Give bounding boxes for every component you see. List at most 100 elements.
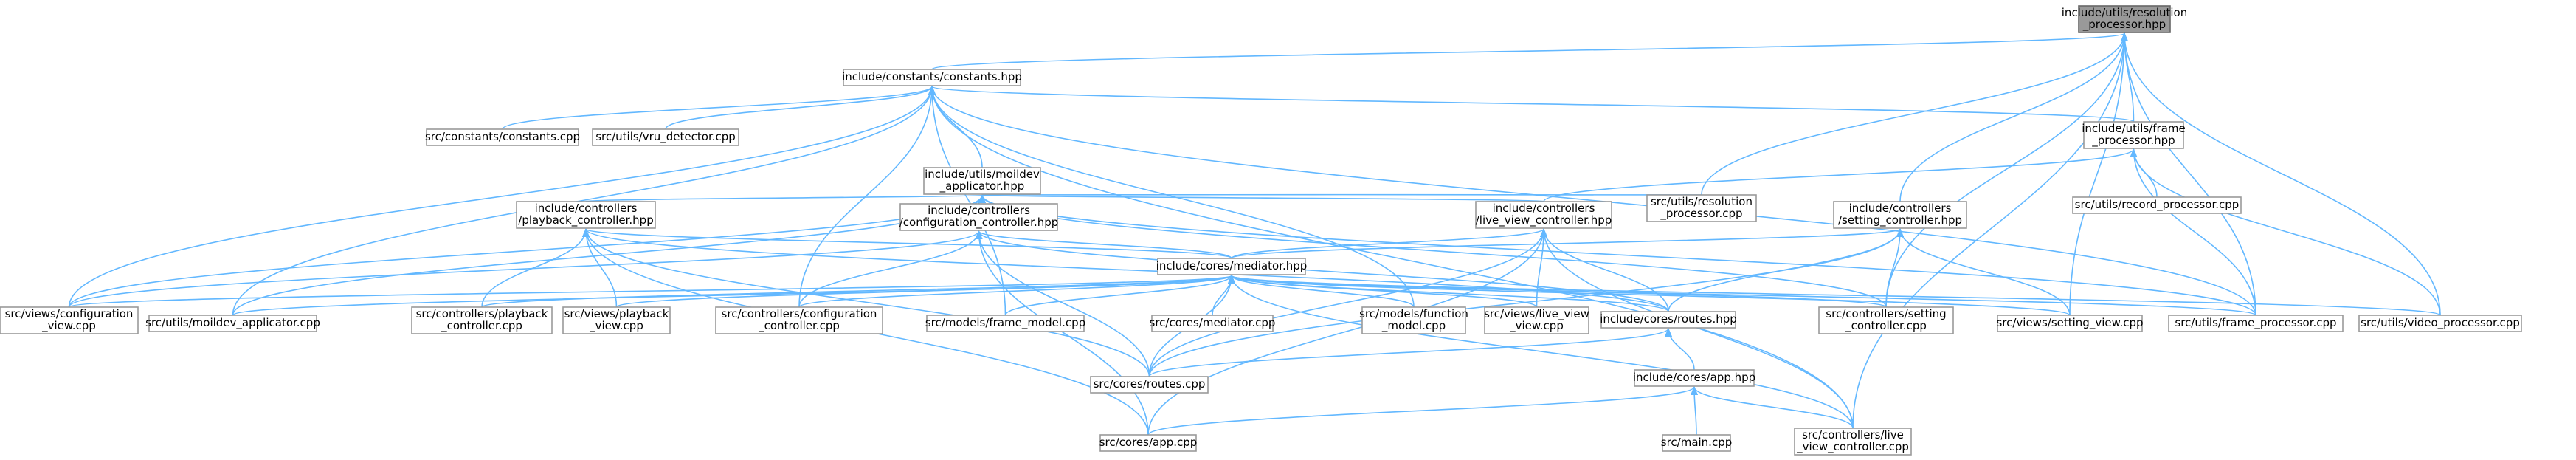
- edge-liveview_ctrl_cpp-to-constants_hpp: [928, 86, 1854, 429]
- node-playback-ctrl-hpp[interactable]: include/controllers/playback_controller.…: [516, 201, 656, 229]
- dependency-edges: [68, 32, 2441, 436]
- node-frame-model[interactable]: src/models/frame_model.cpp: [925, 315, 1085, 332]
- node-config-ctrl-cpp[interactable]: src/controllers/configuration_controller…: [715, 306, 883, 334]
- node-label: src/utils/vru_detector.cpp: [595, 130, 736, 144]
- node-routes-hpp[interactable]: include/cores/routes.hpp: [1600, 311, 1737, 329]
- node-mediator-cpp[interactable]: src/cores/mediator.cpp: [1150, 315, 1276, 332]
- node-setting-ctrl-cpp[interactable]: src/controllers/setting_controller.cpp: [1818, 306, 1954, 334]
- edge-function_model-to-constants_hpp: [928, 86, 1415, 308]
- node-config-ctrl-hpp[interactable]: include/controllers/configuration_contro…: [899, 203, 1059, 231]
- edge-routes_cpp-to-routes_hpp: [1148, 328, 1672, 377]
- node-label: _processor.hpp: [2091, 134, 2175, 148]
- edge-frame_model-to-mediator_hpp: [1004, 275, 1235, 316]
- node-box: [1361, 306, 1466, 334]
- node-video-proc[interactable]: src/utils/video_processor.cpp: [2358, 315, 2522, 332]
- edge-routes_cpp-to-liveview_ctrl_hpp: [1148, 228, 1547, 377]
- node-label: src/main.cpp: [1661, 436, 1733, 449]
- node-label: _processor.cpp: [1660, 207, 1742, 221]
- node-box: [1600, 311, 1736, 329]
- node-box: [2358, 315, 2522, 332]
- node-views-setting[interactable]: src/views/setting_view.cpp: [1996, 315, 2144, 332]
- node-label: /live_view_controller.hpp: [1476, 213, 1612, 227]
- edge-config_ctrl_cpp-to-constants_hpp: [798, 86, 936, 308]
- node-views-live[interactable]: src/views/live_view_view.cpp: [1484, 306, 1589, 334]
- edge-views_setting-to-mediator_hpp: [1228, 275, 2071, 316]
- node-frame-proc-cpp[interactable]: src/utils/frame_processor.cpp: [2168, 315, 2344, 332]
- edge-frame_proc_hpp-to-constants_hpp: [928, 86, 2135, 123]
- node-app-hpp[interactable]: include/cores/app.hpp: [1633, 369, 1755, 387]
- node-label: src/models/frame_model.cpp: [925, 316, 1085, 330]
- edge-liveview_ctrl_cpp-to-root: [1852, 32, 2128, 429]
- edge-setting_ctrl_cpp-to-root: [1885, 32, 2128, 308]
- edge-frame_proc_cpp-to-frame_proc_hpp: [2130, 148, 2256, 316]
- edge-moildev_hpp-to-constants_hpp: [928, 86, 983, 168]
- node-box: [148, 315, 317, 332]
- node-vru-detector[interactable]: src/utils/vru_detector.cpp: [592, 128, 739, 146]
- edge-views_config-to-mediator_hpp: [68, 275, 1235, 308]
- edge-video_proc-to-frame_proc_hpp: [2130, 148, 2441, 316]
- node-label: src/utils/record_processor.cpp: [2075, 198, 2240, 212]
- node-record-proc[interactable]: src/utils/record_processor.cpp: [2072, 196, 2242, 214]
- node-label: _view_controller.cpp: [1796, 440, 1909, 454]
- node-box: [1818, 306, 1954, 334]
- node-label: _processor.hpp: [2082, 18, 2166, 32]
- node-label: src/utils/video_processor.cpp: [2361, 316, 2520, 330]
- node-constants-cpp[interactable]: src/constants/constants.cpp: [425, 128, 580, 146]
- node-box: [2168, 315, 2344, 332]
- node-main-cpp[interactable]: src/main.cpp: [1661, 434, 1733, 452]
- edge-views_setting-to-root: [2069, 32, 2128, 316]
- node-label: _model.cpp: [1381, 319, 1446, 333]
- edge-config_ctrl_cpp-to-mediator_hpp: [798, 275, 1235, 308]
- node-box: [1662, 434, 1731, 452]
- node-box: [1475, 201, 1612, 229]
- edge-routes_hpp-to-liveview_ctrl_hpp: [1540, 228, 1669, 312]
- edge-constants_hpp-to-root: [931, 32, 2128, 70]
- edge-playback_ctrl_hpp-to-moildev_hpp: [585, 194, 985, 204]
- node-setting-ctrl-hpp[interactable]: include/controllers/setting_controller.h…: [1833, 201, 1967, 229]
- node-moildev-hpp[interactable]: include/utils/moildev_applicator.hpp: [923, 167, 1041, 195]
- edge-function_model-to-mediator_hpp: [1228, 275, 1415, 308]
- node-label: /setting_controller.hpp: [1838, 213, 1962, 227]
- edge-liveview_ctrl_cpp-to-mediator_hpp: [1228, 275, 1854, 429]
- node-label: src/cores/routes.cpp: [1094, 377, 1206, 391]
- node-liveview-ctrl-hpp[interactable]: include/controllers/live_view_controller…: [1475, 201, 1612, 229]
- node-liveview-ctrl-cpp[interactable]: src/controllers/live_view_controller.cpp: [1794, 428, 1912, 456]
- node-mediator-hpp[interactable]: include/cores/mediator.hpp: [1156, 258, 1308, 275]
- node-label: src/cores/mediator.cpp: [1150, 316, 1276, 329]
- edge-app_cpp-to-liveview_ctrl_hpp: [1147, 228, 1547, 436]
- node-box: [562, 306, 671, 334]
- node-box: [1090, 376, 1209, 394]
- node-res-proc-cpp[interactable]: src/utils/resolution_processor.cpp: [1646, 194, 1757, 222]
- node-label: include/cores/app.hpp: [1633, 371, 1755, 384]
- node-label: src/utils/moildev_applicator.cpp: [145, 316, 320, 330]
- edge-frame_proc_cpp-to-constants_hpp: [928, 86, 2256, 316]
- node-function-model[interactable]: src/models/function_model.cpp: [1359, 306, 1468, 334]
- node-routes-cpp[interactable]: src/cores/routes.cpp: [1090, 376, 1209, 394]
- node-constants-hpp[interactable]: include/constants/constants.hpp: [842, 69, 1022, 86]
- node-box: [1634, 369, 1755, 387]
- node-app-cpp[interactable]: src/cores/app.cpp: [1099, 434, 1198, 452]
- file-nodes: include/utils/resolution_processor.hppin…: [0, 5, 2522, 456]
- node-box: [0, 306, 139, 334]
- edge-routes_hpp-to-config_ctrl_hpp: [975, 230, 1669, 312]
- node-moildev-cpp[interactable]: src/utils/moildev_applicator.cpp: [145, 315, 320, 332]
- node-label: include/cores/routes.hpp: [1600, 312, 1737, 326]
- node-box: [426, 128, 579, 146]
- node-label: src/utils/frame_processor.cpp: [2175, 316, 2336, 330]
- node-label: _controller.cpp: [1845, 319, 1927, 333]
- edge-mediator_hpp-to-playback_ctrl_hpp: [582, 228, 1232, 259]
- node-views-config[interactable]: src/views/configuration_view.cpp: [0, 306, 139, 334]
- node-label: src/views/playback: [564, 307, 669, 320]
- node-label: include/controllers: [928, 204, 1030, 217]
- node-root[interactable]: include/utils/resolution_processor.hpp: [2062, 5, 2187, 33]
- node-box: [715, 306, 883, 334]
- node-playback-ctrl-cpp[interactable]: src/controllers/playback_controller.cpp: [411, 306, 553, 334]
- edge-liveview_ctrl_hpp-to-moildev_hpp: [980, 194, 1544, 204]
- edge-liveview_ctrl_hpp-to-frame_proc_hpp: [1543, 148, 2138, 202]
- edge-constants_cpp-to-constants_hpp: [502, 86, 936, 130]
- edge-setting_ctrl_cpp-to-setting_ctrl_hpp: [1885, 228, 1904, 308]
- node-label: src/cores/app.cpp: [1099, 436, 1198, 449]
- node-frame-proc-hpp[interactable]: include/utils/frame_processor.hpp: [2082, 121, 2186, 149]
- node-views-playback[interactable]: src/views/playback_view.cpp: [562, 306, 671, 334]
